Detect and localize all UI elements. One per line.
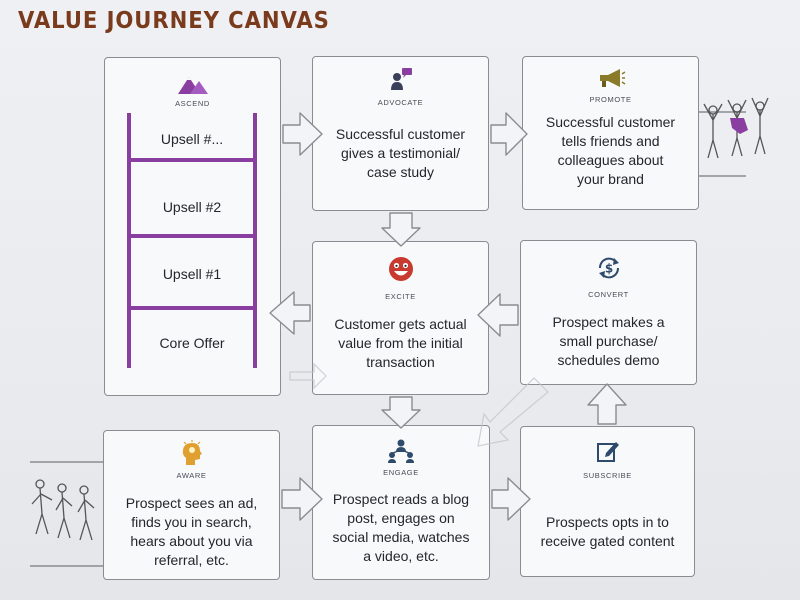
aware-description: Prospect sees an ad, finds you in search… bbox=[125, 495, 258, 568]
aware-label: AWARE bbox=[176, 471, 207, 480]
arrow-advocate-to-promote bbox=[490, 112, 528, 156]
convert-description: Prospect makes a small purchase/ schedul… bbox=[552, 314, 665, 368]
ladder-upsell-2: Upsell #2 bbox=[162, 199, 222, 215]
excite-label: EXCITE bbox=[385, 292, 416, 301]
ascend-stage-box: ASCEND bbox=[104, 57, 281, 396]
network-people-icon bbox=[388, 439, 414, 463]
ladder-core-offer: Core Offer bbox=[159, 335, 225, 351]
subscribe-description: Prospects opts in to receive gated conte… bbox=[540, 514, 675, 549]
page-title: VALUE JOURNEY CANVAS bbox=[18, 8, 330, 34]
arrow-ascend-to-excite-faded bbox=[289, 362, 327, 390]
mountain-icon bbox=[177, 77, 208, 94]
excite-description: Customer gets actual value from the init… bbox=[334, 316, 467, 370]
ladder-upsell-more: Upsell #... bbox=[160, 131, 224, 147]
ladder-upsell-1: Upsell #1 bbox=[162, 266, 222, 282]
arrow-excite-to-ascend bbox=[269, 291, 311, 335]
engage-stage-box: ENGAGE Prospect reads a blog post, engag… bbox=[312, 425, 490, 580]
promote-description: Successful customer tells friends and co… bbox=[545, 114, 676, 187]
head-lightbulb-icon bbox=[182, 440, 202, 465]
excited-face-icon bbox=[388, 257, 413, 281]
convert-stage-box: $ CONVERT Prospect makes a small purchas… bbox=[520, 240, 697, 385]
excite-stage-box: EXCITE Customer gets actual value from t… bbox=[312, 241, 489, 395]
advocate-description: Successful customer gives a testimonial/… bbox=[335, 126, 466, 180]
engage-label: ENGAGE bbox=[383, 468, 419, 477]
speaker-person-icon bbox=[390, 68, 412, 90]
subscribe-stage-box: SUBSCRIBE Prospects opts in to receive g… bbox=[520, 426, 695, 577]
searching-people-illustration bbox=[31, 479, 95, 541]
arrow-convert-to-excite bbox=[477, 293, 519, 337]
advocate-label: ADVOCATE bbox=[377, 98, 424, 107]
arrow-subscribe-to-convert bbox=[587, 383, 627, 425]
promote-label: PROMOTE bbox=[589, 95, 632, 104]
arrow-advocate-to-excite bbox=[381, 212, 421, 247]
ascend-label: ASCEND bbox=[175, 99, 210, 108]
convert-label: CONVERT bbox=[588, 290, 629, 299]
svg-text:$: $ bbox=[604, 262, 612, 276]
arrow-engage-to-subscribe bbox=[491, 477, 531, 521]
arrow-excite-to-engage bbox=[381, 396, 421, 429]
arrow-ascend-to-advocate bbox=[282, 112, 323, 156]
megaphone-icon bbox=[599, 69, 625, 87]
subscribe-label: SUBSCRIBE bbox=[583, 471, 632, 480]
dollar-cycle-icon: $ bbox=[598, 257, 619, 279]
cape-accent bbox=[730, 118, 748, 134]
arrow-aware-to-engage bbox=[281, 477, 323, 521]
engage-description: Prospect reads a blog post, engages on s… bbox=[332, 491, 470, 564]
arrow-convert-to-engage-faded bbox=[477, 377, 549, 447]
aware-stage-box: AWARE Prospect sees an ad, finds you in … bbox=[103, 430, 280, 580]
edit-form-icon bbox=[596, 442, 619, 462]
advocate-stage-box: ADVOCATE Successful customer gives a tes… bbox=[312, 56, 489, 211]
promote-stage-box: PROMOTE Successful customer tells friend… bbox=[522, 56, 699, 210]
